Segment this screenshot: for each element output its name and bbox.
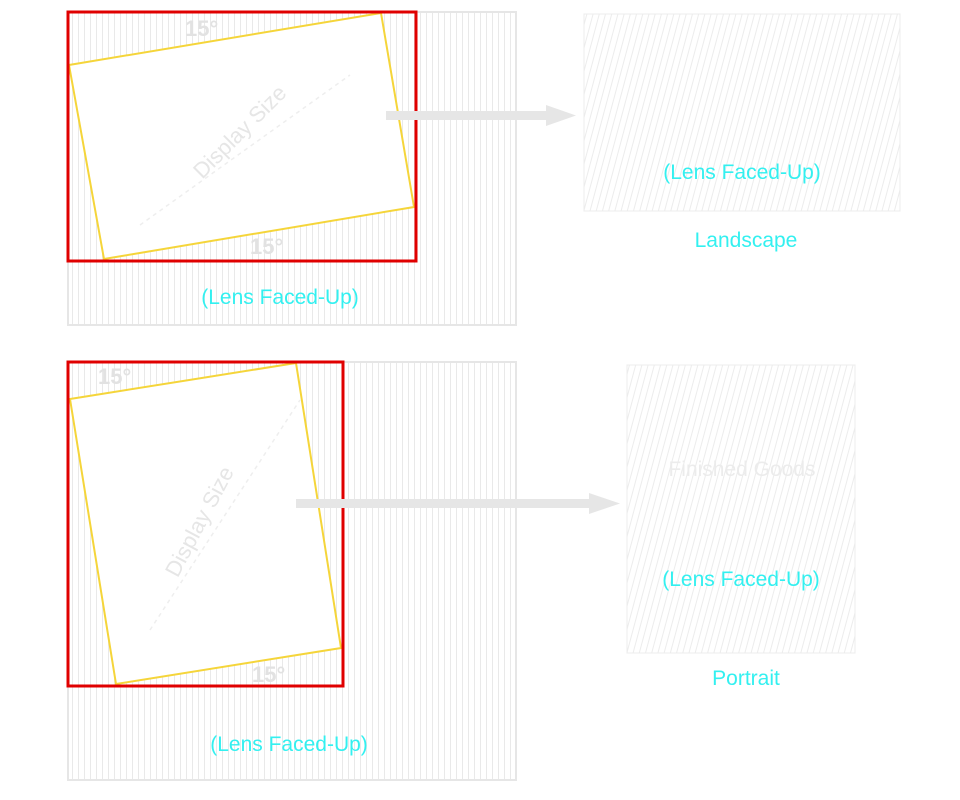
sheet-caption-bottom: (Lens Faced-Up) — [210, 733, 368, 756]
finished-goods-label: Finished Goods — [668, 458, 815, 481]
cut-frame-top — [66, 10, 418, 263]
finished-panel-portrait — [626, 364, 856, 654]
arrow-right-bottom — [296, 493, 620, 514]
display-outline-bottom — [68, 361, 343, 686]
angle-label-bottom-lower: 15° — [252, 662, 285, 687]
diagonal-dash-top — [139, 74, 351, 226]
diagonal-dash-bottom — [149, 399, 301, 631]
display-outline-top — [67, 11, 416, 261]
arrow-right-top — [386, 105, 576, 126]
orientation-label-landscape: Landscape — [695, 229, 798, 252]
landscape-section: 15° 15° Display Size (Lens Faced-Up) (Le… — [66, 10, 901, 326]
portrait-section: 15° 15° Display Size (Lens Faced-Up) Fin… — [66, 360, 856, 781]
angle-label-top-lower: 15° — [250, 234, 283, 259]
angle-label-bottom-upper: 15° — [98, 364, 131, 389]
result-caption-portrait: (Lens Faced-Up) — [662, 568, 820, 591]
cut-frame-bottom — [66, 360, 345, 688]
angle-label-top-upper: 15° — [185, 16, 218, 41]
sheet-caption-top: (Lens Faced-Up) — [201, 286, 359, 309]
orientation-label-portrait: Portrait — [712, 667, 780, 690]
result-caption-landscape: (Lens Faced-Up) — [663, 161, 821, 184]
finished-panel-landscape — [583, 13, 901, 212]
